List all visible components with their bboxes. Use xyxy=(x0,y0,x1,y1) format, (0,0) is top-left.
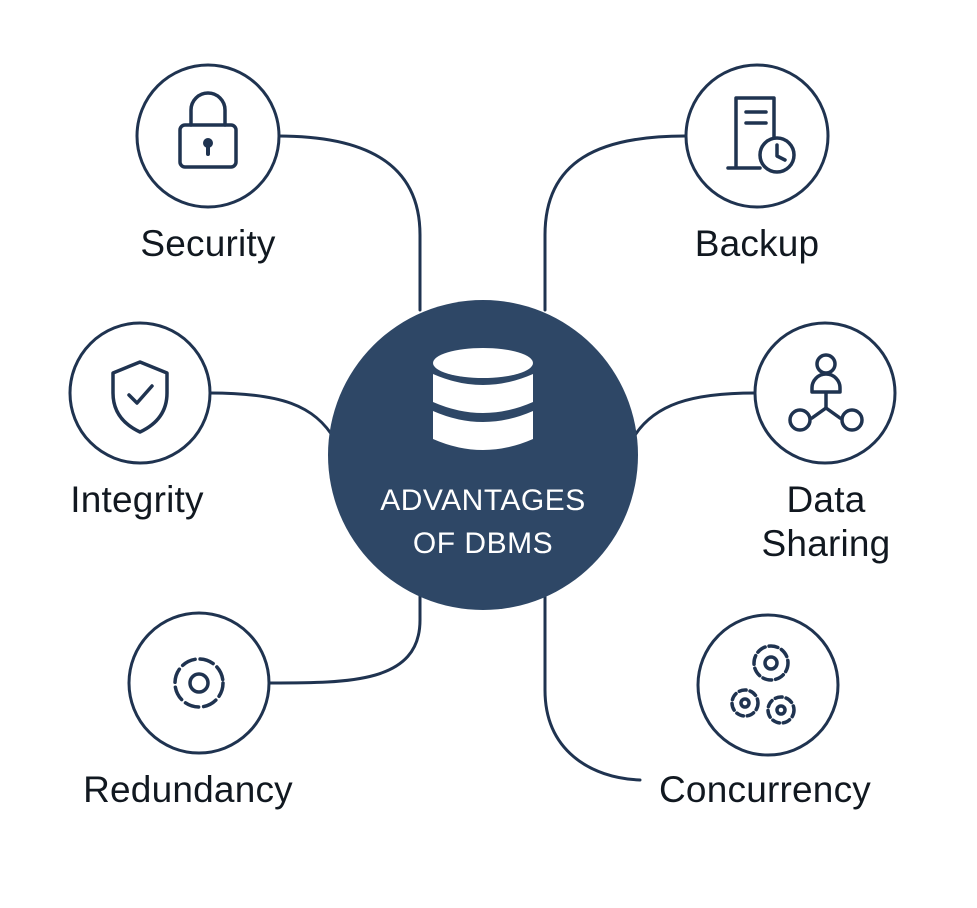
redundancy-label: Redundancy xyxy=(83,769,293,810)
node-security: Security xyxy=(135,63,281,264)
connector-redundancy xyxy=(268,588,422,685)
security-circle xyxy=(135,63,281,209)
center-title-line1: ADVANTAGES xyxy=(380,484,586,517)
user-network-icon xyxy=(788,353,864,432)
connector-integrity xyxy=(208,391,337,442)
gear-icon xyxy=(173,657,225,709)
database-icon xyxy=(433,348,533,450)
backup-circle xyxy=(684,63,830,209)
node-concurrency: Concurrency xyxy=(659,613,871,810)
gears-icon xyxy=(730,644,796,725)
center-node: ADVANTAGES OF DBMS xyxy=(328,300,638,610)
security-label: Security xyxy=(140,223,276,264)
node-data-sharing: Data Sharing xyxy=(753,321,897,564)
node-redundancy: Redundancy xyxy=(83,611,293,810)
connector-security xyxy=(276,134,422,312)
node-backup: Backup xyxy=(684,63,830,264)
node-integrity: Integrity xyxy=(68,321,212,520)
shield-check-icon xyxy=(111,360,169,434)
redundancy-circle xyxy=(127,611,271,755)
center-title-line2: OF DBMS xyxy=(413,527,553,560)
data-sharing-label-line1: Data xyxy=(787,479,866,520)
server-clock-icon xyxy=(726,96,796,174)
data-sharing-label-line2: Sharing xyxy=(762,523,891,564)
lock-icon xyxy=(178,91,238,169)
concurrency-circle xyxy=(696,613,840,757)
center-circle xyxy=(328,300,638,610)
backup-label: Backup xyxy=(695,223,820,264)
connector-backup xyxy=(543,134,687,312)
integrity-circle xyxy=(68,321,212,465)
integrity-label: Integrity xyxy=(70,479,204,520)
concurrency-label: Concurrency xyxy=(659,769,871,810)
connector-data-sharing xyxy=(633,391,757,437)
connector-concurrency xyxy=(543,588,642,782)
